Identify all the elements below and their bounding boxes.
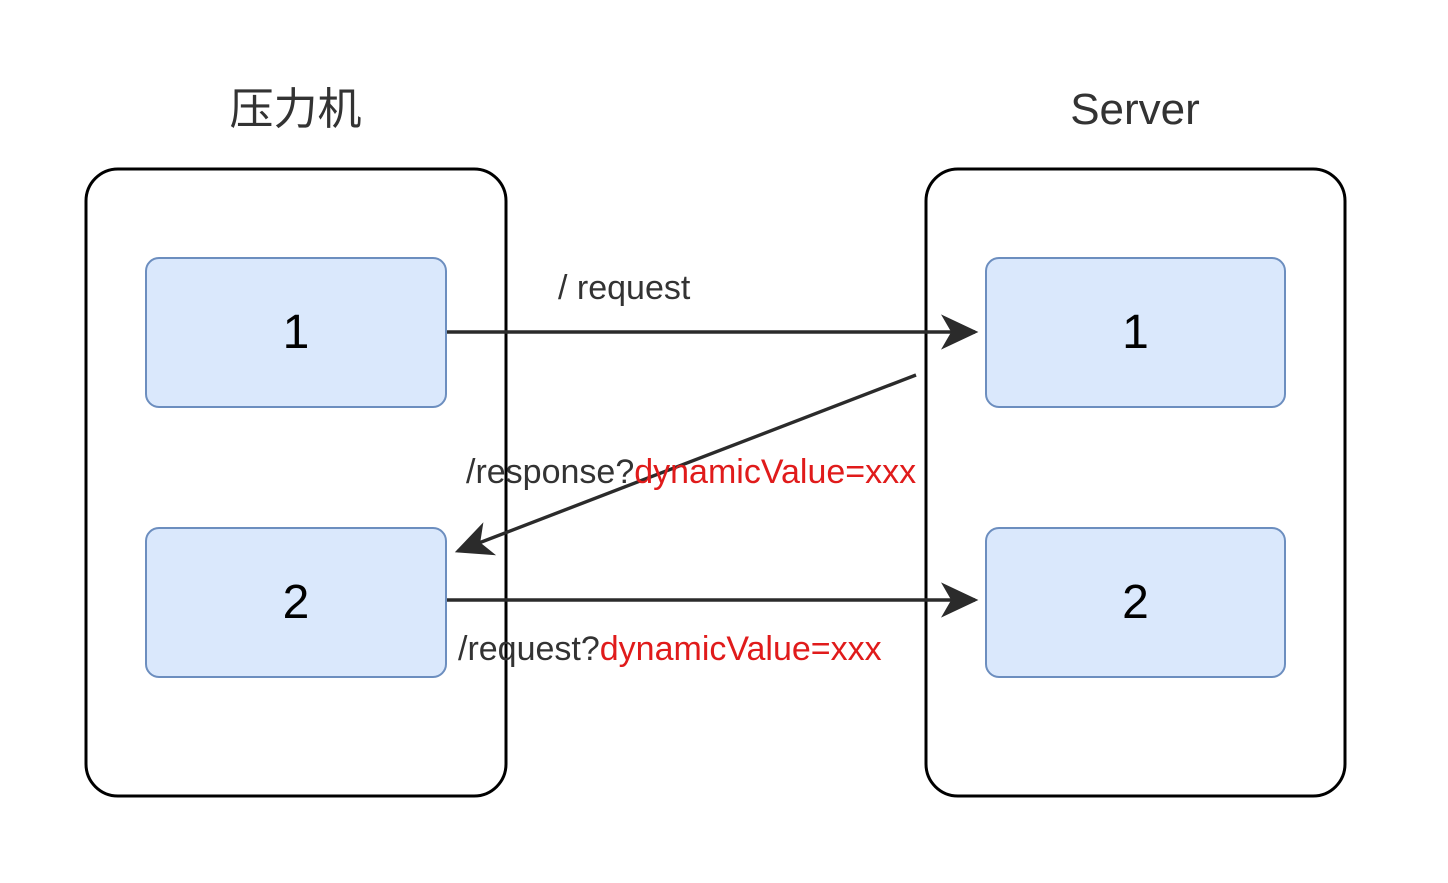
group-title-load-generator: 压力机 bbox=[229, 85, 362, 134]
group-container-load-generator bbox=[84, 167, 508, 798]
edge-label-accent-text: dynamicValue=xxx bbox=[599, 630, 882, 668]
edge-label-plain-text: /response? bbox=[466, 453, 635, 491]
edge-label-plain-text: / request bbox=[558, 269, 691, 307]
edge-label-accent-text: dynamicValue=xxx bbox=[634, 453, 917, 491]
edge-label-request-top: / request bbox=[558, 268, 690, 308]
node-label: 1 bbox=[1122, 305, 1149, 359]
edge-label-request-dynamic: /request?dynamicValue=xxx bbox=[458, 629, 882, 669]
node-server-1[interactable]: 1 bbox=[985, 257, 1286, 408]
edge-label-response-dynamic: /response?dynamicValue=xxx bbox=[466, 452, 916, 492]
node-load-generator-2[interactable]: 2 bbox=[145, 527, 447, 678]
node-label: 2 bbox=[282, 575, 310, 629]
edge-line-response-dynamic bbox=[454, 373, 917, 556]
group-container-server bbox=[924, 167, 1347, 798]
group-title-server: Server bbox=[1070, 85, 1200, 134]
node-load-generator-1[interactable]: 1 bbox=[145, 257, 447, 408]
node-label: 2 bbox=[1122, 575, 1149, 629]
node-label: 1 bbox=[282, 305, 310, 359]
edge-label-plain-text: /request? bbox=[458, 630, 600, 668]
node-server-2[interactable]: 2 bbox=[985, 527, 1286, 678]
